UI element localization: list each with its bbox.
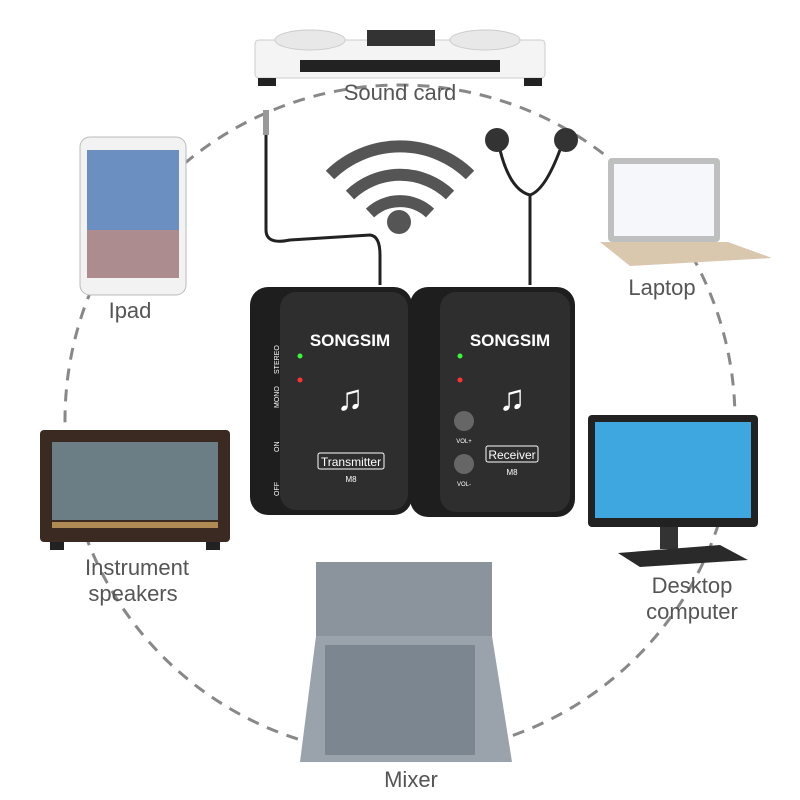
desktop-computer-image xyxy=(588,415,758,567)
music-note-logo: ♫ xyxy=(337,377,364,418)
mixer-image xyxy=(300,562,512,762)
laptop-label: Laptop xyxy=(628,275,696,300)
vol-up-label: VOL+ xyxy=(456,439,472,445)
stereo-label: STEREO xyxy=(274,345,281,374)
sound-card-label: Sound card xyxy=(343,80,457,105)
desktop-label-line1: Desktop xyxy=(651,573,733,598)
transmitter-model: M8 xyxy=(345,475,357,484)
wifi-icon xyxy=(325,140,475,234)
vol-down-label: VOL- xyxy=(457,482,471,488)
transmitter-device: SONGSIM ♫ Transmitter M8 STEREO MONO ON … xyxy=(250,287,412,515)
audio-cable xyxy=(264,130,562,285)
receiver-model: M8 xyxy=(506,468,518,477)
mixer-label: Mixer xyxy=(384,767,438,792)
sound-card-image xyxy=(254,29,546,86)
receiver-device: SONGSIM ♫ VOL+ VOL- Receiver M8 xyxy=(410,287,575,517)
earphone-right xyxy=(554,128,578,152)
receiver-label: Receiver xyxy=(488,448,535,462)
transmitter-brand: SONGSIM xyxy=(310,331,390,350)
ipad-label: Ipad xyxy=(108,298,152,323)
laptop-image xyxy=(600,158,772,266)
volume-up-button[interactable] xyxy=(454,411,474,431)
earphone-left xyxy=(485,128,509,152)
mono-label: MONO xyxy=(274,386,281,408)
music-note-logo: ♫ xyxy=(499,377,526,418)
on-label: ON xyxy=(274,442,281,453)
desktop-label-line2: computer xyxy=(646,599,738,624)
volume-down-button[interactable] xyxy=(454,454,474,474)
speakers-label-line1: Instrument xyxy=(85,555,189,580)
audio-jack xyxy=(263,110,269,135)
instrument-speaker-image xyxy=(40,430,230,550)
receiver-brand: SONGSIM xyxy=(470,331,550,350)
ipad-image xyxy=(79,136,187,296)
speakers-label-line2: speakers xyxy=(88,581,178,606)
off-label: OFF xyxy=(274,482,281,496)
transmitter-label: Transmitter xyxy=(321,455,381,469)
